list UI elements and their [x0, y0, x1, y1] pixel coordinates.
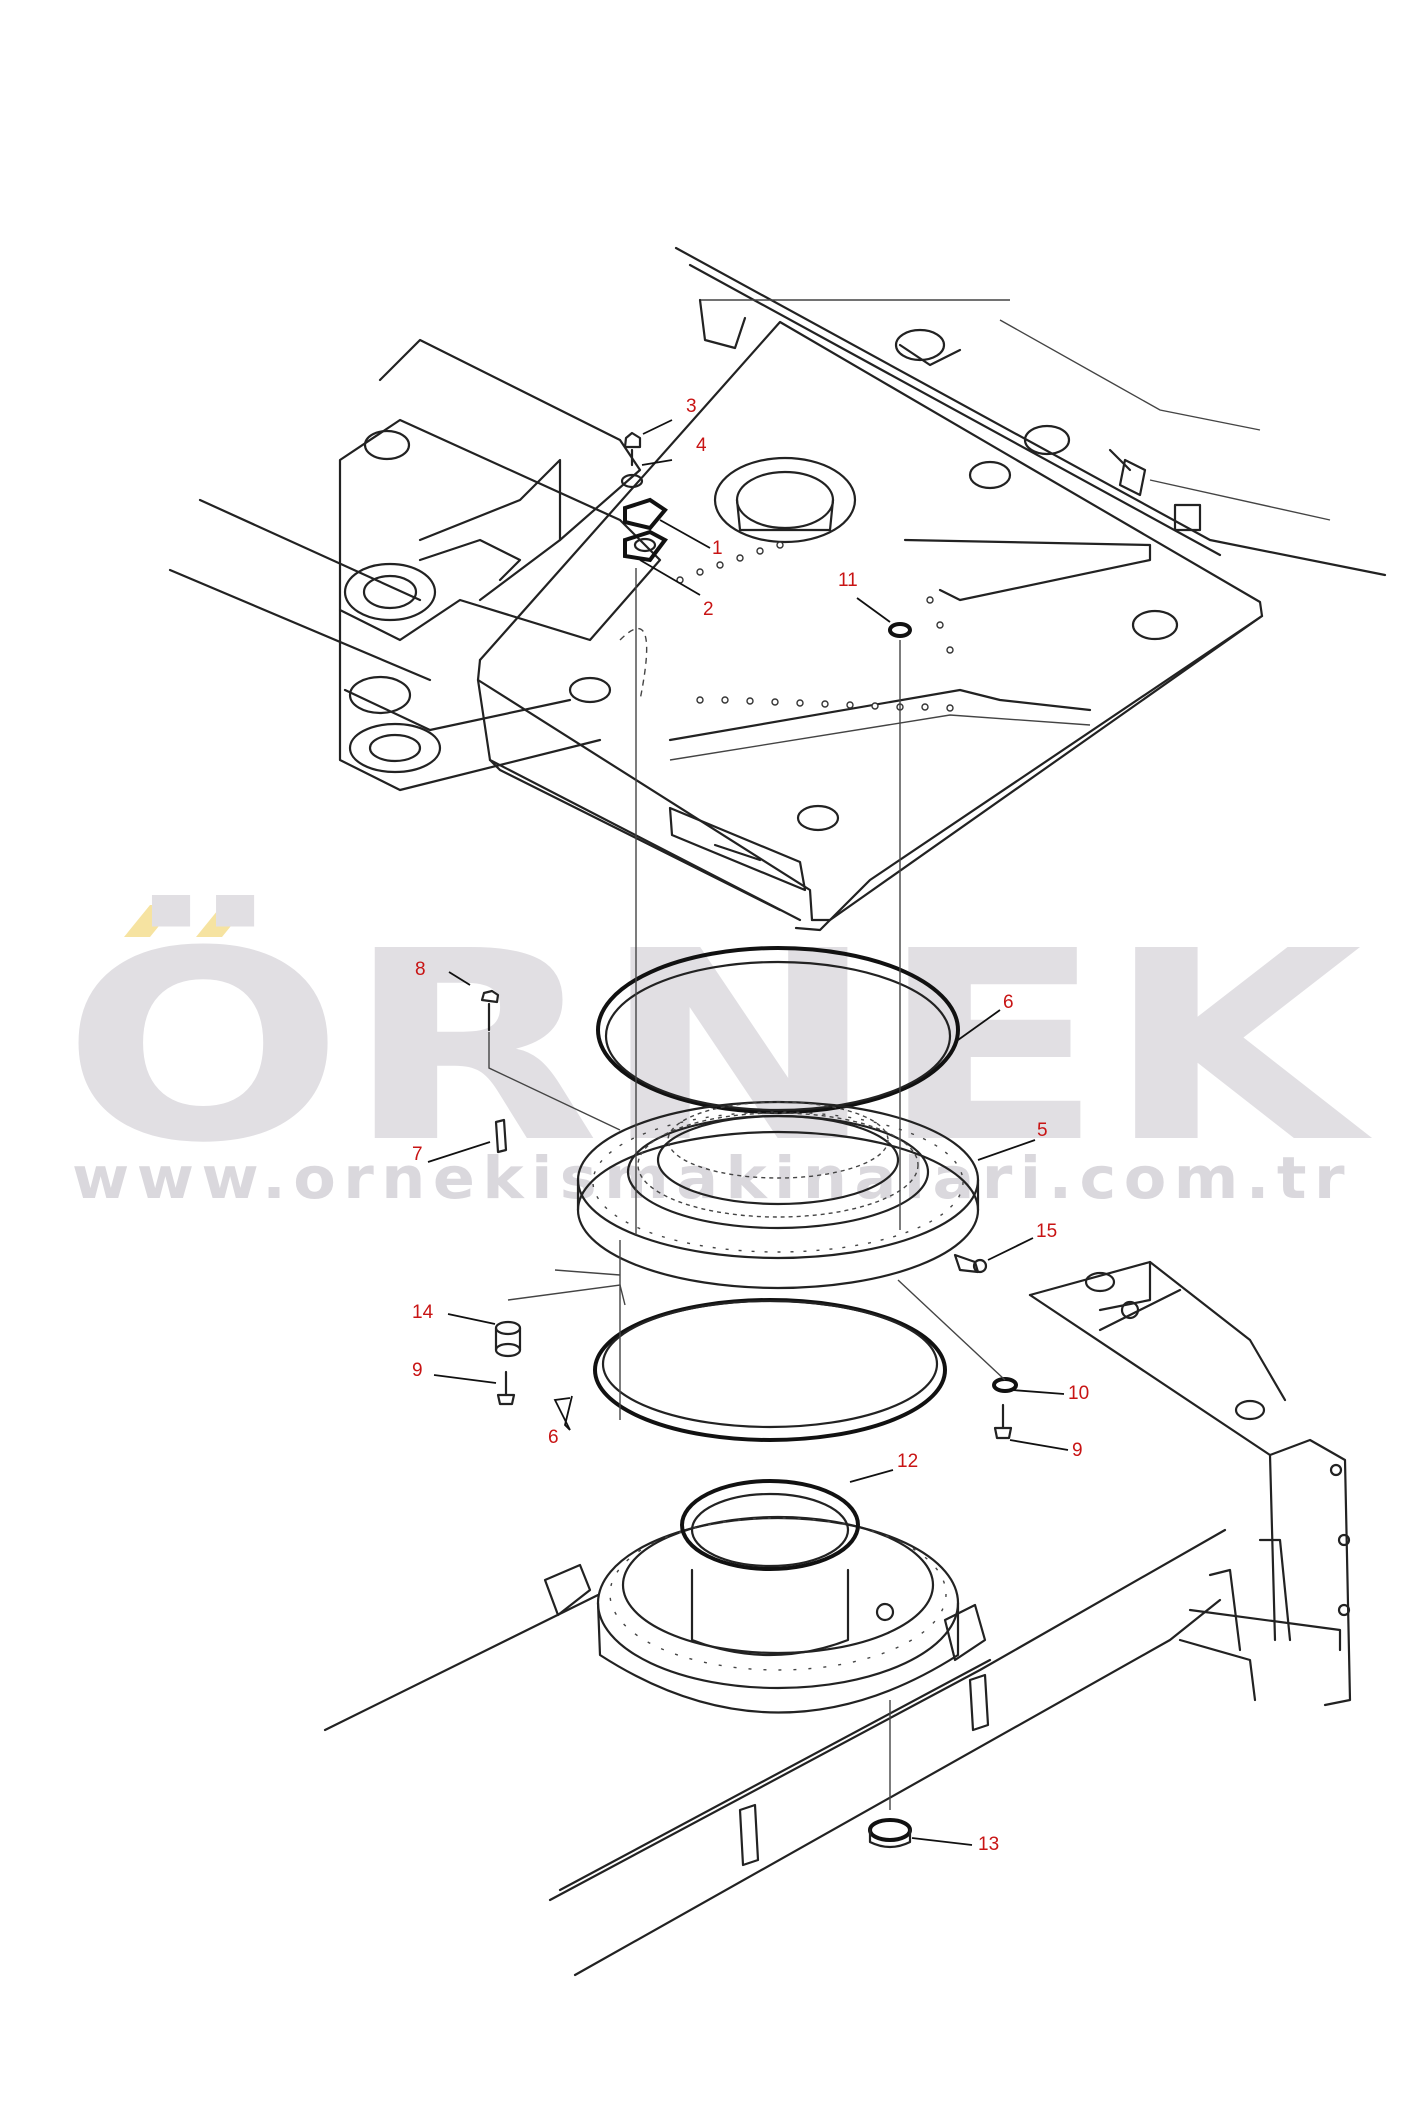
callout-14: 14 [412, 1302, 434, 1323]
upper-revolving-frame [168, 246, 1387, 932]
callout-6-top: 6 [1003, 992, 1014, 1013]
alignment-lines [488, 568, 1006, 1810]
callout-12: 12 [897, 1451, 918, 1472]
watermark-accent-left [124, 905, 176, 937]
callout-7: 7 [412, 1144, 423, 1165]
callout-5: 5 [1037, 1120, 1048, 1141]
watermark: ÖRNEK www.ornekismakinalari.com.tr [62, 892, 1374, 1212]
callout-2: 2 [703, 599, 714, 620]
part-nut-11 [888, 622, 912, 638]
callout-15: 15 [1036, 1221, 1057, 1242]
cover-plate-assembly [620, 431, 668, 563]
callout-labels: 3 4 1 2 11 6 5 8 7 14 9 6 10 9 15 12 13 [412, 396, 1089, 1855]
callout-8: 8 [415, 959, 426, 980]
callout-10: 10 [1068, 1383, 1089, 1404]
callout-11: 11 [838, 570, 858, 591]
lower-frame [323, 1260, 1352, 1977]
watermark-accent-right [196, 905, 248, 937]
watermark-brand: ÖRNEK [62, 892, 1374, 1200]
small-parts [480, 989, 1018, 1440]
leader-lines [427, 419, 1069, 1846]
callout-13: 13 [978, 1834, 999, 1855]
callout-9-left: 9 [412, 1360, 423, 1381]
watermark-url: www.ornekismakinalari.com.tr [72, 1144, 1352, 1212]
callout-3: 3 [686, 396, 697, 417]
callout-1: 1 [712, 538, 723, 559]
callout-9-right: 9 [1072, 1440, 1083, 1461]
callout-4: 4 [696, 435, 707, 456]
callout-6-bottom: 6 [548, 1427, 559, 1448]
swing-bearing [576, 946, 980, 1442]
